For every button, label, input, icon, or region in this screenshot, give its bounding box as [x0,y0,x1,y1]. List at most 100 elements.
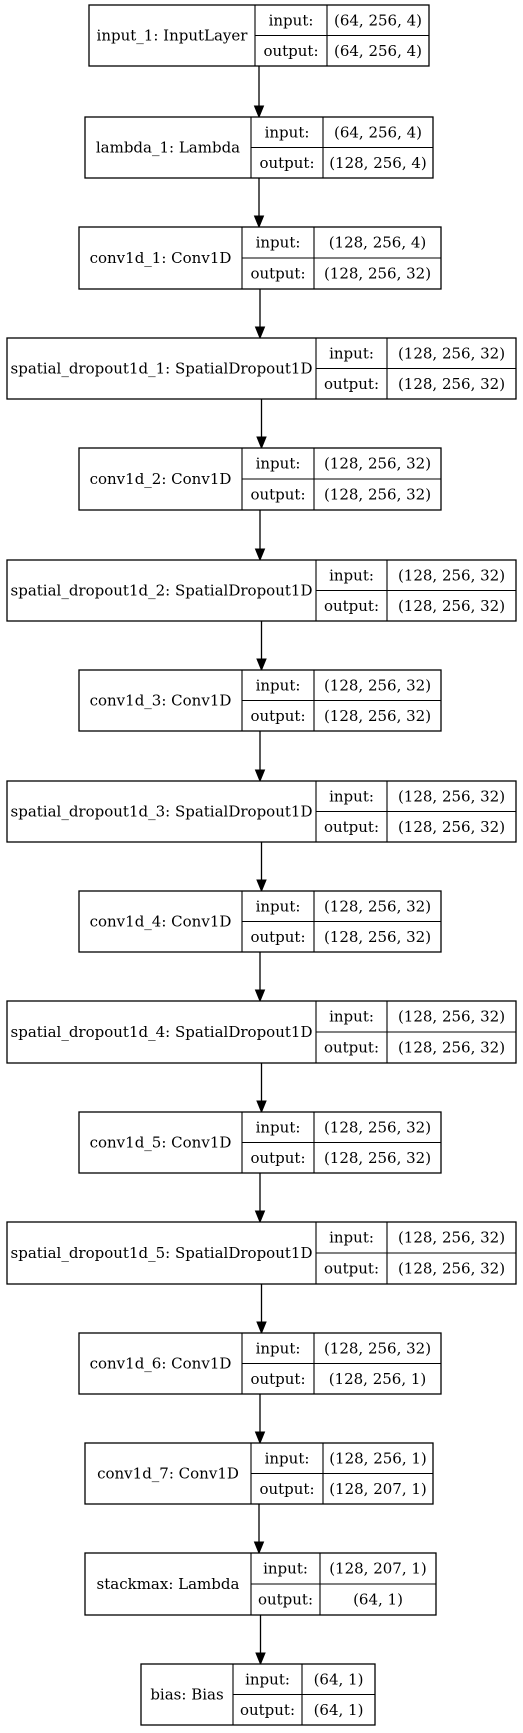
input-label: input: [256,897,301,915]
input-label: input: [256,1339,301,1357]
input-label: input: [256,1118,301,1136]
edge-arrow [254,289,266,340]
layer-node: spatial_dropout1d_2: SpatialDropout1Dinp… [6,559,517,622]
output-label: output: [259,154,314,172]
input-label: input: [256,234,301,252]
arrowhead-icon [254,1431,266,1445]
input-shape: (128, 256, 32) [324,1339,431,1357]
arrowhead-icon [254,548,266,562]
edge-arrow [254,731,266,783]
layer-name: spatial_dropout1d_1: SpatialDropout1D [11,360,313,378]
arrowhead-icon [253,215,265,229]
output-label: output: [250,1370,305,1388]
output-shape: (64, 1) [314,1701,364,1719]
edge-arrow [254,1394,266,1445]
output-shape: (128, 256, 32) [324,707,431,725]
output-shape: (64, 1) [353,1591,403,1609]
layer-node: conv1d_5: Conv1D input: output: (128, 256, … [78,1111,442,1174]
arrowhead-icon [253,105,265,119]
arrowhead-icon [256,436,267,450]
edge-arrow [256,621,267,672]
output-label: output: [324,375,379,393]
input-label: input: [329,1229,374,1247]
edge-arrow [253,66,265,119]
output-shape: (128, 256, 32) [324,265,431,283]
input-shape: (128, 256, 32) [398,566,505,584]
output-label: output: [250,1149,305,1167]
output-shape: (128, 207, 1) [329,1480,427,1498]
input-shape: (128, 256, 32) [398,787,505,805]
output-shape: (128, 256, 32) [324,1149,431,1167]
input-label: input: [269,11,314,29]
output-shape: (128, 256, 4) [329,154,427,172]
input-shape: (128, 256, 32) [398,344,505,362]
edge-arrow [254,510,266,562]
input-shape: (128, 207, 1) [329,1560,427,1578]
layer-node: lambda_1: Lambda input: output: (64, 256, 4… [84,116,434,179]
arrowhead-icon [256,879,267,893]
input-shape: (128, 256, 32) [398,1229,505,1247]
input-shape: (128, 256, 4) [329,234,427,252]
layer-name: conv1d_4: Conv1D [90,913,232,931]
arrowhead-icon [256,1100,267,1114]
edge-arrow [253,1504,265,1555]
input-shape: (64, 1) [314,1670,364,1688]
layer-name: spatial_dropout1d_5: SpatialDropout1D [11,1244,313,1262]
output-label: output: [324,1260,379,1278]
layer-name: spatial_dropout1d_3: SpatialDropout1D [11,803,313,821]
layer-node: spatial_dropout1d_1: SpatialDropout1Dinp… [6,337,517,400]
edge-arrow [253,178,265,229]
output-label: output: [324,1039,379,1057]
layer-node: spatial_dropout1d_3: SpatialDropout1D inp… [6,780,517,843]
layer-name: conv1d_7: Conv1D [97,1465,239,1483]
input-shape: (64, 256, 4) [334,123,422,141]
output-label: output: [250,265,305,283]
output-label: output: [250,707,305,725]
edge-arrow [256,1063,267,1114]
layer-name: bias: Bias [150,1686,223,1704]
input-label: input: [329,787,374,805]
input-label: input: [265,123,310,141]
layer-name: input_1: InputLayer [97,27,249,45]
output-shape: (64, 256, 4) [334,42,422,60]
edge-arrow [254,1173,266,1224]
layer-node: spatial_dropout1d_4: SpatialDropout1Dinp… [6,1000,517,1064]
output-label: output: [258,1591,313,1609]
input-label: input: [256,455,301,473]
arrowhead-icon [256,658,267,672]
arrowhead-icon [256,1321,267,1335]
output-label: output: [324,818,379,836]
input-shape: (128, 256, 1) [329,1449,427,1467]
edge-arrow [255,1615,266,1666]
layer-name: lambda_1: Lambda [96,139,240,157]
output-shape: (128, 256, 32) [398,597,505,615]
layer-name: spatial_dropout1d_4: SpatialDropout1D [11,1023,313,1041]
output-shape: (128, 256, 32) [398,818,505,836]
arrowhead-icon [254,1210,266,1224]
layer-node: conv1d_1: Conv1D input: output: (128, 256, … [78,226,442,290]
input-shape: (64, 256, 4) [334,11,422,29]
input-shape: (128, 256, 32) [324,897,431,915]
edge-arrow [254,952,266,1003]
output-label: output: [259,1480,314,1498]
output-shape: (128, 256, 32) [398,1260,505,1278]
output-label: output: [250,928,305,946]
layer-name: conv1d_1: Conv1D [90,249,232,267]
output-shape: (128, 256, 32) [398,375,505,393]
arrowhead-icon [253,1541,265,1555]
layer-name: conv1d_5: Conv1D [90,1134,232,1152]
input-shape: (128, 256, 32) [324,1118,431,1136]
layer-node: spatial_dropout1d_5: SpatialDropout1D inp… [6,1221,517,1285]
arrowhead-icon [254,989,266,1003]
output-shape: (128, 256, 32) [324,928,431,946]
arrowhead-icon [254,326,266,340]
edge-arrow [256,1284,267,1335]
output-label: output: [240,1701,295,1719]
layer-node: conv1d_4: Conv1D input: output: (128, 256, … [78,890,442,953]
